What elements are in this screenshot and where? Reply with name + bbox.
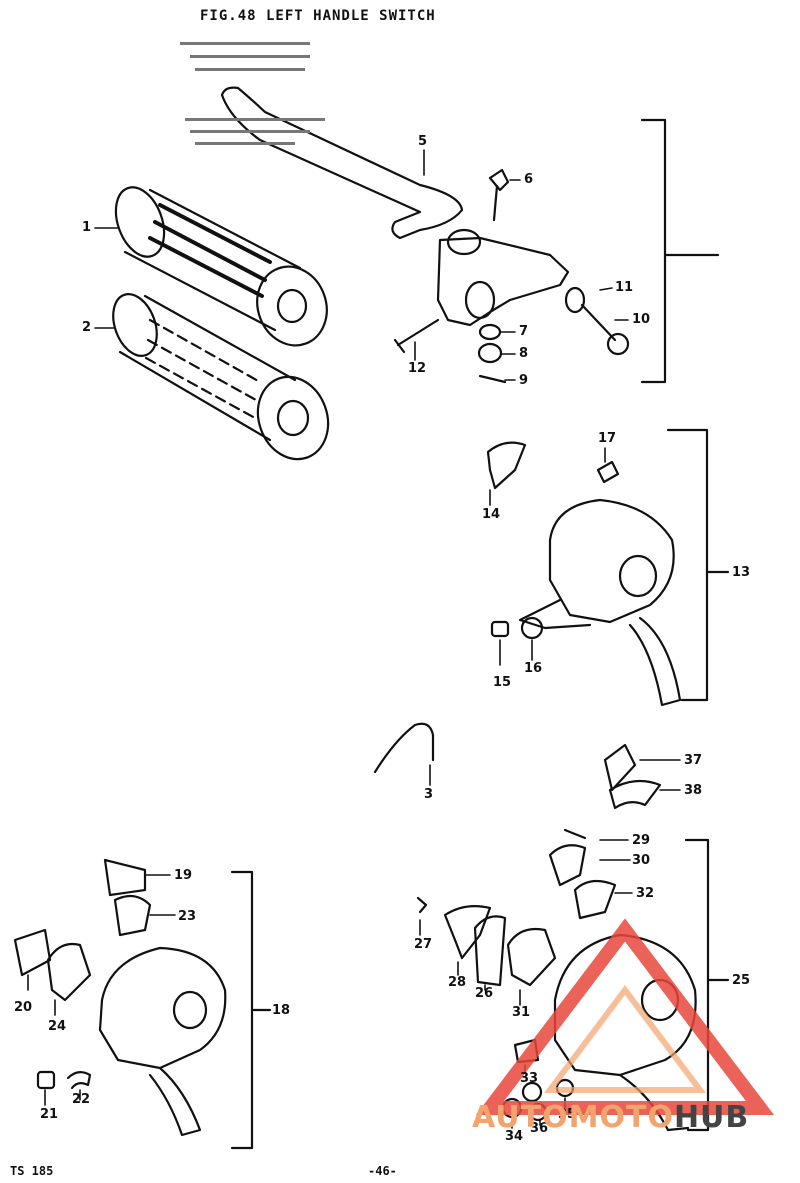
switch-18-drawing xyxy=(13,858,272,1150)
part-label: 35 xyxy=(558,1107,577,1122)
grip-2-drawing xyxy=(112,293,330,461)
part-label: 29 xyxy=(632,833,651,848)
part-label: 28 xyxy=(448,975,467,990)
part-label: 6 xyxy=(524,172,534,187)
watermark-text-colored: AUTOMOTO xyxy=(472,1100,674,1135)
part-label: 19 xyxy=(174,868,193,883)
part-label: 11 xyxy=(615,280,634,295)
part-label: 13 xyxy=(732,565,751,580)
page-number: -46- xyxy=(368,1164,397,1178)
part-label: 8 xyxy=(519,346,529,361)
part-label: 37 xyxy=(684,753,703,768)
part-label: 22 xyxy=(72,1092,91,1107)
part-label: 34 xyxy=(505,1129,524,1144)
part-label: 5 xyxy=(418,134,428,149)
part-label: 20 xyxy=(14,1000,33,1015)
lever-drawing xyxy=(220,86,464,240)
part-label: 18 xyxy=(272,1003,291,1018)
bracket-drawing xyxy=(436,236,570,327)
part-label: 31 xyxy=(512,1005,531,1020)
part-label: 32 xyxy=(636,886,655,901)
wire-drawing xyxy=(373,722,435,774)
watermark-logo xyxy=(475,918,775,1115)
part-label: 26 xyxy=(475,986,494,1001)
part-label: 27 xyxy=(414,937,433,952)
part-label: 23 xyxy=(178,909,197,924)
part-label: 12 xyxy=(408,361,427,376)
part-label: 24 xyxy=(48,1019,67,1034)
part-label: 21 xyxy=(40,1107,59,1122)
part-label: 30 xyxy=(632,853,651,868)
part-label: 16 xyxy=(524,661,543,676)
footer-code: TS 185 xyxy=(10,1164,54,1178)
part-label: 15 xyxy=(493,675,512,690)
part-label: 33 xyxy=(520,1071,539,1086)
part-label: 9 xyxy=(519,373,529,388)
part-label: 2 xyxy=(82,320,92,335)
part-label: 25 xyxy=(732,973,751,988)
part-label: 10 xyxy=(632,312,651,327)
part-label: 38 xyxy=(684,783,703,798)
part-label: 7 xyxy=(519,324,529,339)
part-label: 1 xyxy=(82,220,92,235)
diagram-title: FIG.48 LEFT HANDLE SWITCH xyxy=(200,8,436,24)
part-label: 17 xyxy=(598,431,617,446)
grip-1-drawing xyxy=(114,186,328,347)
part-label: 14 xyxy=(482,507,501,522)
watermark-text: AUTOMOTOHUB xyxy=(472,1100,749,1135)
switch-25-drawing xyxy=(416,743,730,1132)
switch-13-drawing xyxy=(486,428,730,707)
part-label: 36 xyxy=(530,1121,549,1136)
watermark-text-dark: HUB xyxy=(673,1100,750,1135)
part-label: 3 xyxy=(424,787,434,802)
